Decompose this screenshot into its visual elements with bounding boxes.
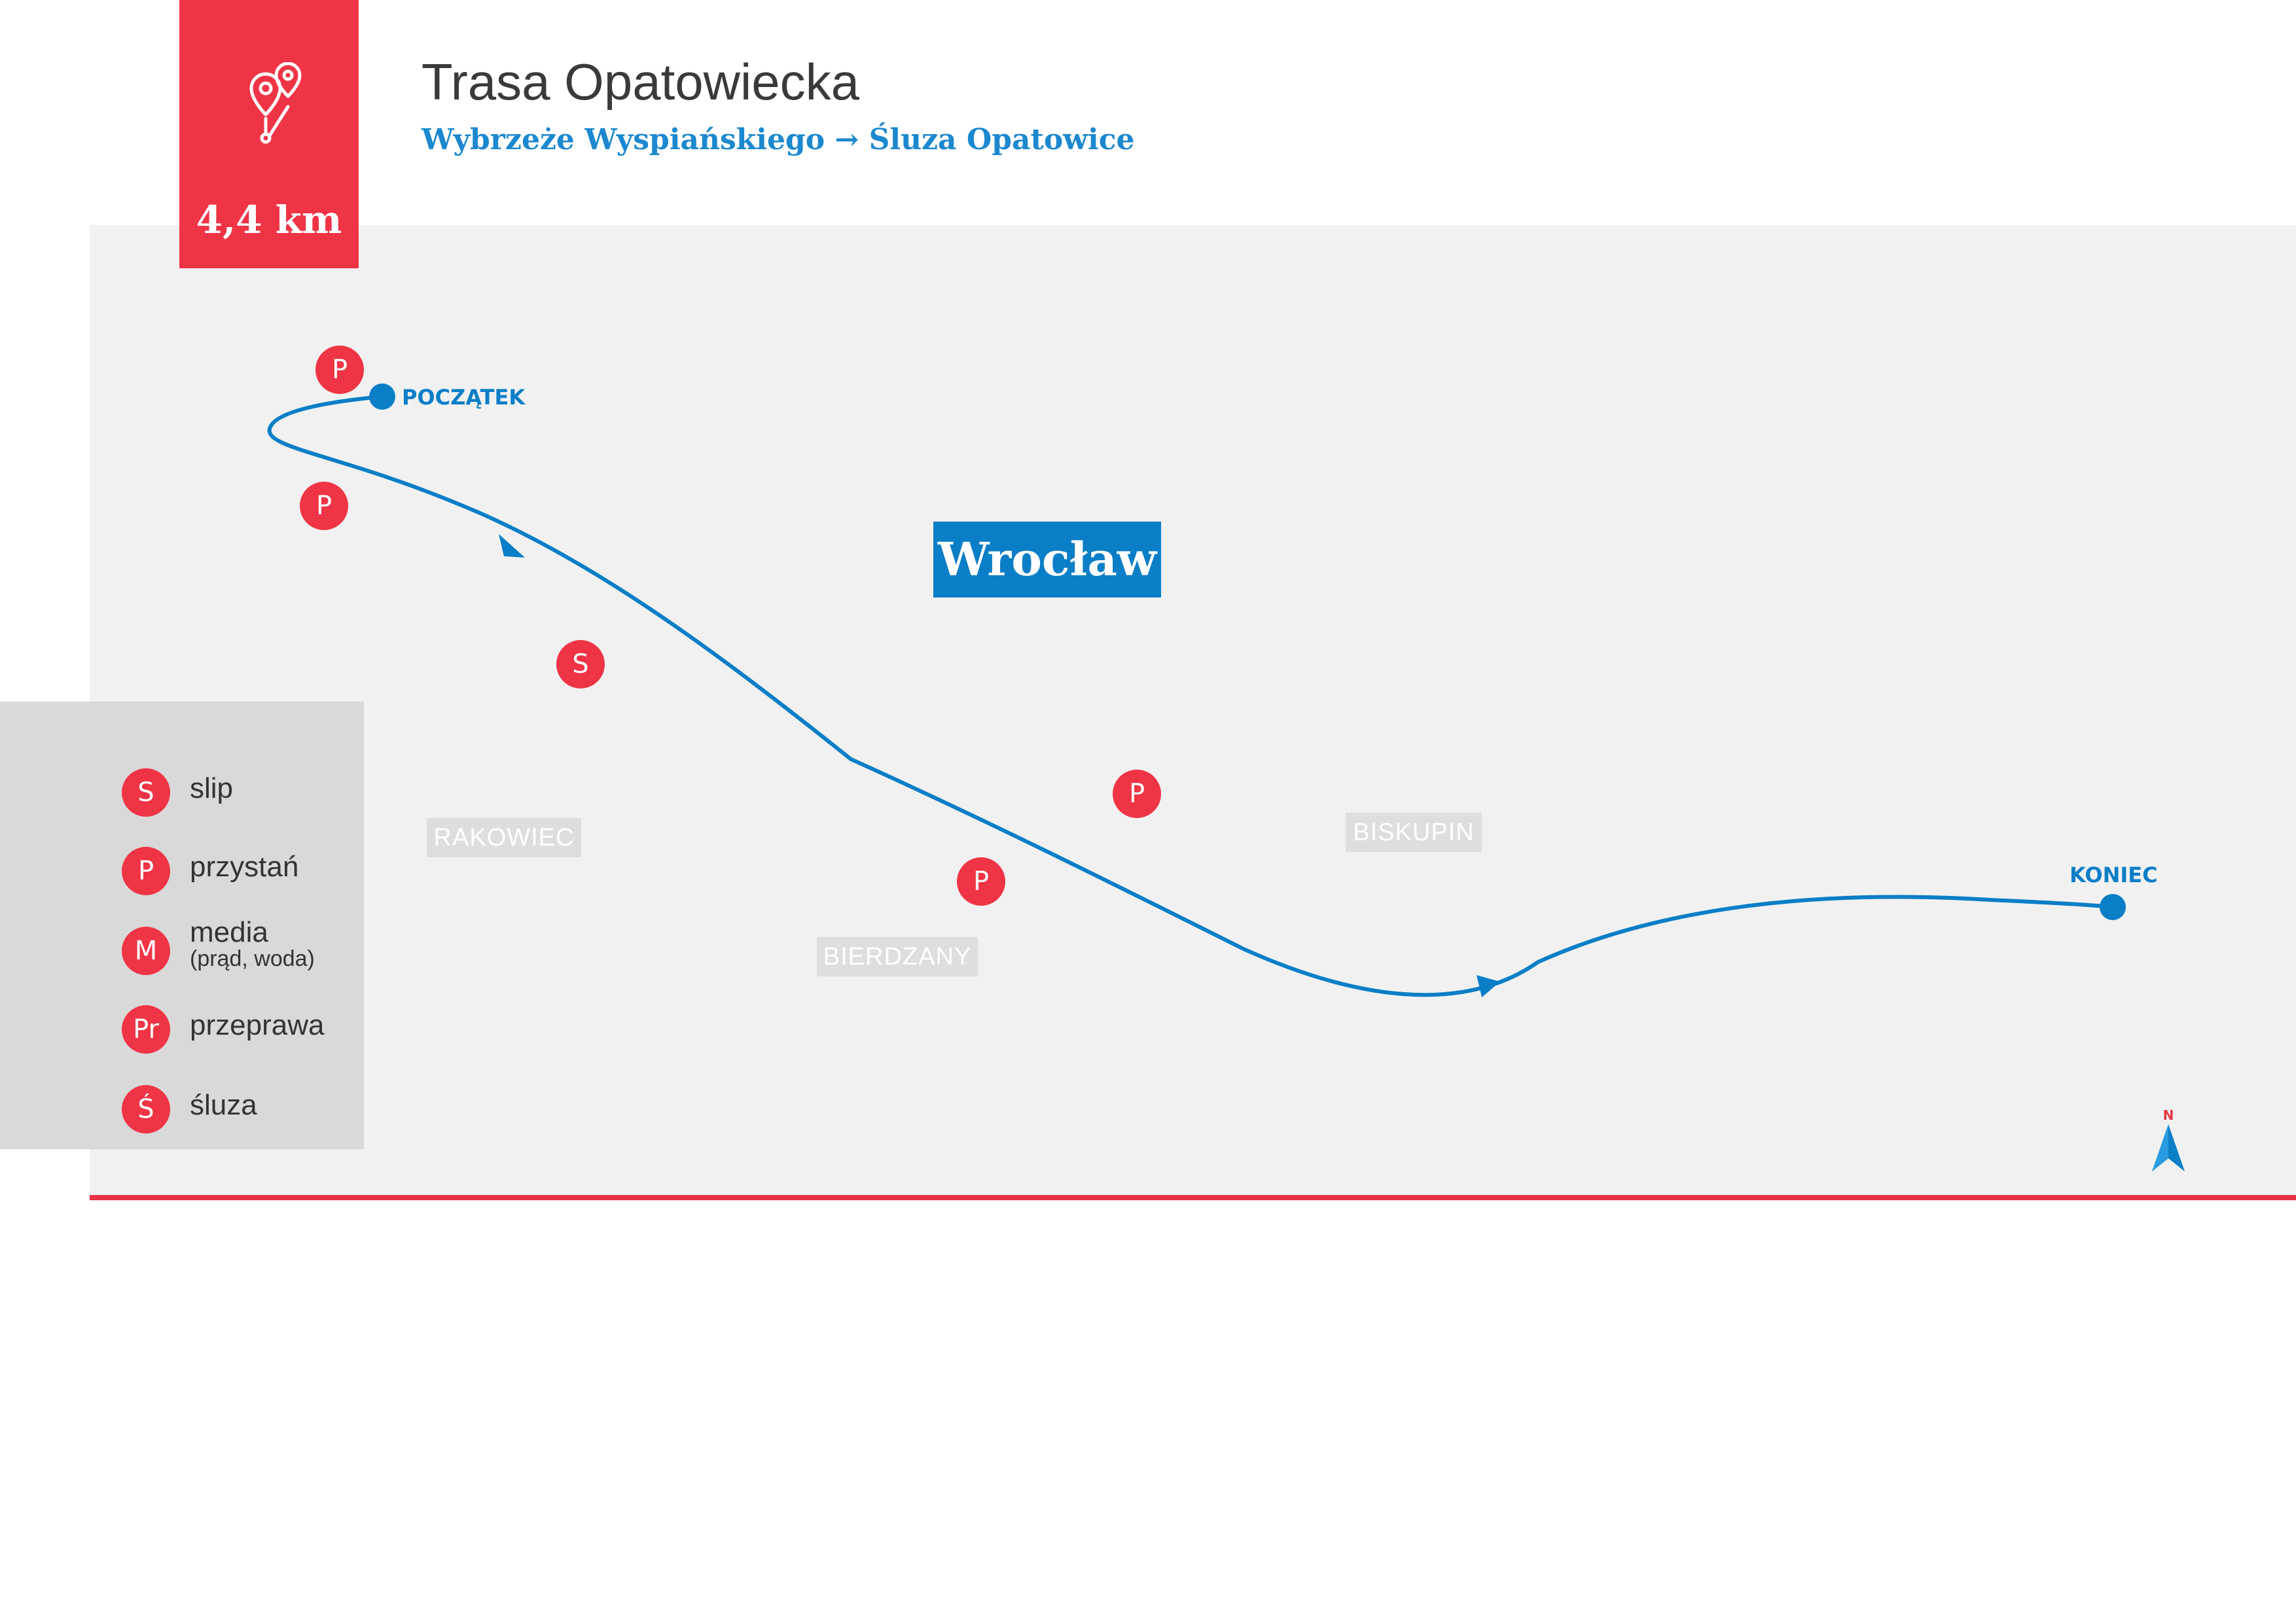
distance-badge: 4,4 km <box>179 0 359 268</box>
legend-badge: S <box>122 768 170 817</box>
legend-badge: Ś <box>122 1085 170 1133</box>
legend-note: (prąd, woda) <box>190 946 315 971</box>
distance-value: 4,4 km <box>196 198 342 242</box>
legend-label: przeprawa <box>190 1009 325 1041</box>
direction-arrow <box>499 534 525 558</box>
poi-marina[interactable]: P <box>315 346 364 394</box>
legend-label: media <box>190 916 268 948</box>
compass-arrow-icon <box>2152 1124 2185 1171</box>
route-pins-icon <box>249 62 302 144</box>
start-point <box>369 383 395 410</box>
district-label: BIERDZANY <box>817 937 978 976</box>
bottom-divider <box>90 1195 2296 1200</box>
legend-label: śluza <box>190 1089 257 1121</box>
district-label: BISKUPIN <box>1346 813 1482 852</box>
map-area <box>90 225 2296 1195</box>
legend-label: slip <box>190 772 234 804</box>
north-label: N <box>2162 1107 2174 1123</box>
legend-label: przystań <box>190 851 299 883</box>
poi-marina[interactable]: P <box>300 482 348 530</box>
north-arrow: N <box>2147 1107 2190 1173</box>
end-label: KONIEC <box>2070 863 2158 887</box>
route-title: Trasa Opatowiecka <box>422 53 860 111</box>
legend-badge: M <box>122 927 170 975</box>
legend-badge: P <box>122 847 170 895</box>
city-label: Wrocław <box>933 522 1161 597</box>
direction-arrow <box>1477 975 1500 997</box>
legend: S slip P przystań M media (prąd, woda) P… <box>0 702 364 1149</box>
poi-marina[interactable]: P <box>1113 770 1161 818</box>
poi-slip[interactable]: S <box>556 640 605 688</box>
end-point <box>2100 894 2126 920</box>
route-subtitle: Wybrzeże Wyspiańskiego → Śluza Opatowice <box>422 123 1135 156</box>
start-label: POCZĄTEK <box>402 385 526 410</box>
legend-badge: Pr <box>122 1005 170 1054</box>
poi-marina[interactable]: P <box>957 857 1005 906</box>
district-label: RAKOWIEC <box>427 818 581 857</box>
